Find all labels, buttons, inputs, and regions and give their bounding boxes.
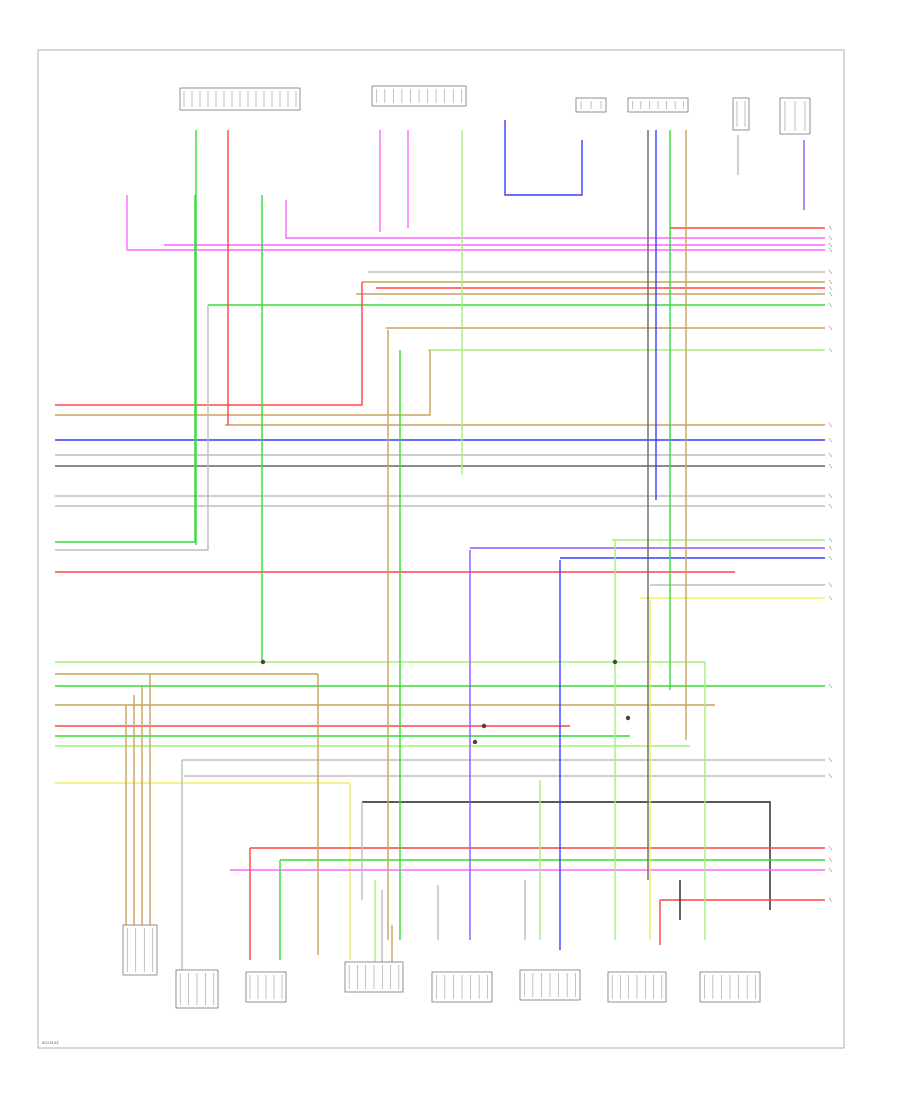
wire-green <box>55 195 196 543</box>
wire-end-tick <box>828 582 833 588</box>
wire-end-tick <box>828 845 833 851</box>
top-connector <box>732 97 750 131</box>
wire-red <box>55 282 363 406</box>
splice-dot <box>472 739 478 745</box>
wire-end-tick <box>828 867 833 873</box>
wire-pink <box>126 195 825 251</box>
wire-end-tick <box>828 773 833 779</box>
wire-end-tick <box>828 285 833 291</box>
wire-end-tick <box>828 347 833 353</box>
wire-end-tick <box>828 302 833 308</box>
wire-end-tick <box>828 857 833 863</box>
wire-end-tick <box>828 555 833 561</box>
splice-dot <box>612 659 618 665</box>
wire-end-tick <box>828 595 833 601</box>
wire-end-tick <box>828 225 833 231</box>
wire-yellow <box>55 782 351 960</box>
splice-dot <box>625 715 631 721</box>
wire-end-tick <box>828 503 833 509</box>
page-code: W1234-XX <box>42 1041 59 1045</box>
splice-dot <box>260 659 266 665</box>
bottom-component <box>122 924 158 976</box>
wire-end-tick <box>828 537 833 543</box>
wire-end-tick <box>828 683 833 689</box>
wire-tan <box>55 350 431 416</box>
wire-blue <box>504 120 583 196</box>
wire-end-tick <box>828 325 833 331</box>
wire-black <box>362 801 771 910</box>
splice-layer <box>260 659 631 745</box>
splice-dot <box>481 723 487 729</box>
wires-layer <box>55 120 833 970</box>
wire-end-tick <box>828 897 833 903</box>
wire-end-tick <box>828 545 833 551</box>
components-layer <box>122 85 811 1009</box>
diagram-frame <box>37 49 845 1049</box>
wire-gray <box>55 305 209 551</box>
wire-end-tick <box>828 463 833 469</box>
wire-end-tick <box>828 269 833 275</box>
wire-pink <box>285 200 825 239</box>
wire-end-tick <box>828 493 833 499</box>
wire-end-tick <box>828 291 833 297</box>
wire-end-tick <box>828 757 833 763</box>
wire-end-tick <box>828 422 833 428</box>
wire-end-tick <box>828 279 833 285</box>
wire-end-tick <box>828 452 833 458</box>
wire-end-tick <box>828 247 833 253</box>
wire-end-tick <box>828 235 833 241</box>
wire-end-tick <box>828 242 833 248</box>
wire-end-tick <box>828 437 833 443</box>
